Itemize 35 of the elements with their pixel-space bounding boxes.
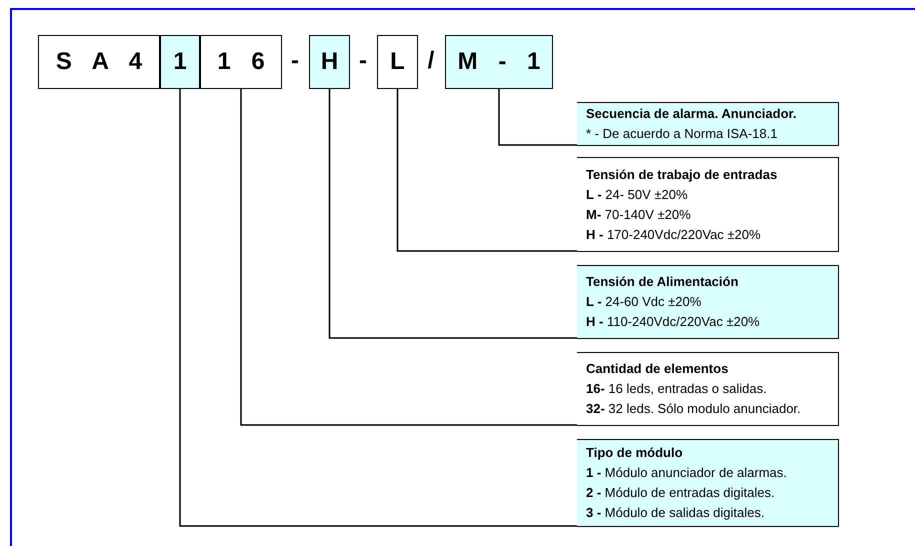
description-box bbox=[577, 439, 839, 527]
code-segment-box: S A 4 bbox=[38, 35, 160, 89]
description-box bbox=[577, 102, 839, 146]
connector-line bbox=[240, 89, 577, 426]
description-box bbox=[577, 157, 839, 252]
option-text: L - 24- 50V ±20% bbox=[586, 186, 689, 204]
description-heading: Tipo de módulo bbox=[586, 444, 684, 462]
connector-line bbox=[328, 89, 577, 339]
option-text: L - 24-60 Vdc ±20% bbox=[586, 293, 702, 311]
description-heading: Tensión de trabajo de entradas bbox=[586, 166, 778, 184]
option-text: M- 70-140V ±20% bbox=[586, 206, 692, 224]
separator-symbol: - bbox=[359, 46, 367, 76]
option-text: 16- 16 leds, entradas o salidas. bbox=[586, 380, 768, 398]
code-segment-box: L bbox=[377, 35, 418, 89]
connector-line bbox=[396, 89, 577, 252]
description-box bbox=[577, 265, 839, 339]
code-segment-box: M - 1 bbox=[445, 35, 553, 89]
option-text: 32- 32 leds. Sólo modulo anunciador. bbox=[586, 400, 802, 418]
description-heading: Secuencia de alarma. Anunciador. bbox=[586, 105, 798, 123]
description-heading: Cantidad de elementos bbox=[586, 360, 730, 378]
connector-line bbox=[498, 89, 577, 146]
separator-symbol: / bbox=[428, 46, 434, 76]
description-heading: Tensión de Alimentación bbox=[586, 273, 740, 291]
option-text: 1 - Módulo anunciador de alarmas. bbox=[586, 464, 788, 482]
option-text: 2 - Módulo de entradas digitales. bbox=[586, 484, 776, 502]
separator-symbol: - bbox=[291, 46, 299, 76]
option-text: 3 - Módulo de salidas digitales. bbox=[586, 504, 766, 522]
code-segment-box: 1 6 bbox=[200, 35, 282, 89]
option-text: * - De acuerdo a Norma ISA-18.1 bbox=[586, 125, 778, 143]
option-text: H - 170-240Vdc/220Vac ±20% bbox=[586, 226, 762, 244]
description-box bbox=[577, 352, 839, 426]
connector-line bbox=[179, 89, 577, 527]
option-text: H - 110-240Vdc/220Vac ±20% bbox=[586, 313, 761, 331]
code-segment-box: 1 bbox=[160, 35, 200, 89]
code-segment-box: H bbox=[309, 35, 350, 89]
